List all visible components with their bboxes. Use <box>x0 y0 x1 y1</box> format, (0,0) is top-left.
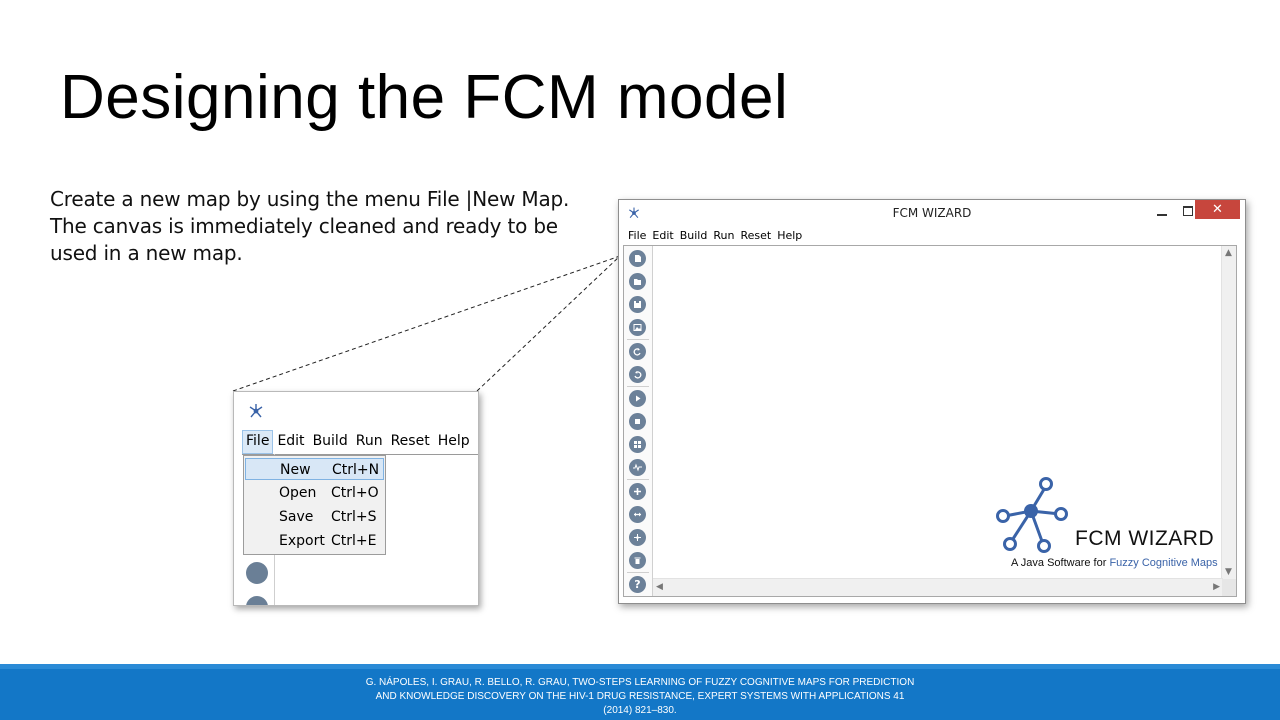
scrollbar-corner <box>1222 579 1236 596</box>
menu-edit[interactable]: Edit <box>652 229 674 242</box>
zoom-menubar: File Edit Build Run Reset Help <box>242 430 474 454</box>
citation-text: G. NÁPOLES, I. GRAU, R. BELLO, R. GRAU, … <box>365 677 915 716</box>
fcm-wizard-window: FCM WIZARD ✕ File Edit Build Run Reset H… <box>618 199 1246 604</box>
scroll-left-arrow-icon[interactable]: ◀ <box>656 582 663 592</box>
delete-icon[interactable] <box>629 552 646 569</box>
logo-subtitle-prefix: A Java Software for <box>1011 557 1110 569</box>
menu-edit[interactable]: Edit <box>277 433 305 449</box>
menu-build[interactable]: Build <box>679 229 708 242</box>
minimize-button[interactable] <box>1149 202 1175 222</box>
menu-item-save[interactable]: Save Ctrl+S <box>245 506 384 528</box>
window-titlebar: FCM WIZARD ✕ <box>619 200 1245 227</box>
menu-item-shortcut: Ctrl+S <box>331 509 377 525</box>
window-menubar: File Edit Build Run Reset Help <box>625 228 805 245</box>
logo-title: FCM WIZARD <box>1075 527 1215 550</box>
new-file-icon[interactable] <box>629 250 646 267</box>
fcm-wizard-logo-icon <box>996 477 1068 553</box>
menu-item-export[interactable]: Export Ctrl+E <box>245 530 384 552</box>
undo-icon[interactable] <box>629 343 646 360</box>
menu-build[interactable]: Build <box>312 433 348 449</box>
move-icon[interactable] <box>629 529 646 546</box>
run-icon[interactable] <box>629 390 646 407</box>
menu-help[interactable]: Help <box>777 229 803 242</box>
window-title: FCM WIZARD <box>892 206 972 220</box>
help-icon[interactable]: ? <box>629 576 646 593</box>
scroll-up-arrow-icon[interactable]: ▲ <box>1225 248 1232 258</box>
file-dropdown-menu: New Ctrl+N Open Ctrl+O Save Ctrl+S Expor… <box>243 455 386 555</box>
menu-item-label: Save <box>279 509 314 525</box>
menu-item-label: New <box>280 462 311 478</box>
map-canvas[interactable]: FCM WIZARD A Java Software for Fuzzy Cog… <box>653 246 1223 579</box>
slide-footer: G. NÁPOLES, I. GRAU, R. BELLO, R. GRAU, … <box>0 664 1280 720</box>
menu-item-shortcut: Ctrl+E <box>331 533 377 549</box>
vertical-toolbar: ? <box>624 246 653 596</box>
menu-item-open[interactable]: Open Ctrl+O <box>245 482 384 504</box>
toolbar-separator <box>627 479 649 480</box>
horizontal-scrollbar[interactable]: ◀ ▶ <box>653 578 1223 596</box>
window-client-area: ? FCM WIZARD <box>623 245 1237 597</box>
menu-file[interactable]: File <box>628 229 647 242</box>
menu-run[interactable]: Run <box>355 433 383 449</box>
add-relation-icon[interactable] <box>629 506 646 523</box>
menu-item-label: Export <box>279 533 325 549</box>
menu-item-shortcut: Ctrl+O <box>331 485 379 501</box>
menubar-divider <box>242 454 478 455</box>
toolbar-separator <box>627 386 649 387</box>
toolbar-separator <box>627 572 649 573</box>
toolbar-separator <box>627 339 649 340</box>
grid-icon[interactable] <box>629 436 646 453</box>
open-folder-icon[interactable] <box>629 273 646 290</box>
zoomed-file-menu: File Edit Build Run Reset Help New Ctrl+… <box>233 391 479 606</box>
menu-item-shortcut: Ctrl+N <box>332 462 380 478</box>
redo-icon[interactable] <box>629 366 646 383</box>
menu-run[interactable]: Run <box>713 229 735 242</box>
logo-subtitle: A Java Software for Fuzzy Cognitive Maps <box>1011 557 1218 569</box>
vertical-scrollbar[interactable]: ▲ ▼ <box>1221 246 1236 579</box>
app-logo-icon <box>629 207 639 219</box>
menu-help[interactable]: Help <box>437 433 470 449</box>
slide-title: Designing the FCM model <box>60 63 789 132</box>
app-logo-icon <box>249 404 263 418</box>
signal-icon[interactable] <box>629 459 646 476</box>
slide-body-text: Create a new map by using the menu File … <box>50 187 570 265</box>
undo-icon[interactable] <box>246 596 268 605</box>
export-image-icon[interactable] <box>246 562 268 584</box>
close-button[interactable]: ✕ <box>1195 200 1240 219</box>
stop-icon[interactable] <box>629 413 646 430</box>
logo-subtitle-highlight: Fuzzy Cognitive Maps <box>1109 557 1218 569</box>
footer-stripe <box>0 664 1280 669</box>
add-concept-icon[interactable] <box>629 483 646 500</box>
menu-item-new[interactable]: New Ctrl+N <box>245 458 384 480</box>
save-icon[interactable] <box>629 296 646 313</box>
menu-reset[interactable]: Reset <box>740 229 772 242</box>
maximize-button[interactable] <box>1175 202 1201 222</box>
export-image-icon[interactable] <box>629 319 646 336</box>
scroll-right-arrow-icon[interactable]: ▶ <box>1213 582 1220 592</box>
menu-item-label: Open <box>279 485 317 501</box>
menu-reset[interactable]: Reset <box>390 433 430 449</box>
menu-file[interactable]: File <box>242 430 274 454</box>
scroll-down-arrow-icon[interactable]: ▼ <box>1225 567 1232 577</box>
